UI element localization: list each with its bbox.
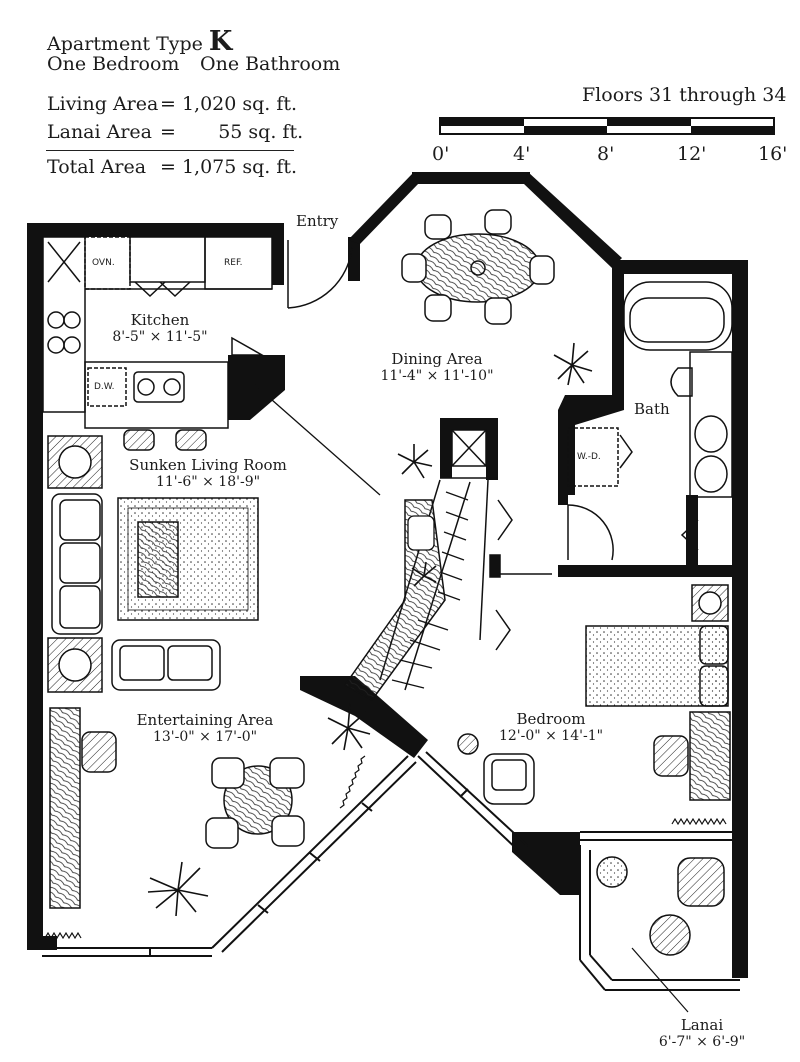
bedroom-count: One Bedroom	[47, 53, 180, 75]
walls	[27, 172, 748, 978]
lanai-furniture	[596, 856, 725, 1013]
scale-tick-8: 8'	[597, 143, 615, 165]
living-dimensions: 11'-6" × 18'-9"	[155, 474, 261, 490]
floors-label: Floors 31 through 34	[582, 84, 787, 106]
total-area-value: = 1,075 sq. ft.	[160, 156, 298, 178]
living-area-label: Living Area	[47, 93, 159, 115]
kitchen-dimensions: 8'-5" × 11'-5"	[112, 329, 208, 345]
entertaining-label: Entertaining Area 13'-0" × 17'-0"	[124, 711, 286, 745]
dining-name: Dining Area	[391, 350, 483, 368]
living-name: Sunken Living Room	[129, 456, 287, 474]
lanai-name: Lanai	[680, 1016, 724, 1034]
entry-door	[287, 240, 353, 309]
bar-counter	[254, 384, 446, 701]
bath-fixtures	[567, 281, 733, 561]
window-lines	[42, 567, 740, 991]
dishwasher-label: D.W.	[94, 382, 115, 392]
scale-tick-12: 12'	[677, 143, 707, 165]
total-divider	[46, 150, 294, 151]
entertaining-furniture	[49, 707, 305, 909]
oven-label: OVN.	[92, 258, 115, 268]
heaters	[44, 755, 727, 940]
living-label: Sunken Living Room 11'-6" × 18'-9"	[118, 456, 298, 490]
bedroom-label: Bedroom 12'-0" × 14'-1"	[486, 710, 616, 744]
scale-bar	[439, 117, 775, 135]
lanai-label: Lanai 6'-7" × 6'-9"	[652, 1016, 752, 1050]
dining-dimensions: 11'-4" × 11'-10"	[380, 368, 494, 384]
entertaining-dimensions: 13'-0" × 17'-0"	[152, 729, 258, 745]
living-area-value: = 1,020 sq. ft.	[160, 93, 298, 115]
apartment-type-letter: K	[208, 26, 233, 57]
kitchen-name: Kitchen	[130, 311, 190, 329]
lanai-area-value: = 55 sq. ft.	[160, 121, 304, 143]
refrigerator-label: REF.	[224, 258, 243, 268]
kitchen-fixtures	[42, 236, 273, 429]
scale-tick-16: 16'	[758, 143, 788, 165]
dining-label: Dining Area 11'-4" × 11'-10"	[372, 350, 502, 384]
lanai-area-label: Lanai Area	[47, 121, 153, 143]
kitchen-label: Kitchen 8'-5" × 11'-5"	[100, 311, 220, 345]
lanai-dimensions: 6'-7" × 6'-9"	[658, 1034, 746, 1050]
living-furniture	[47, 429, 259, 693]
apartment-type-prefix: Apartment Type	[47, 33, 203, 55]
mullions	[149, 788, 469, 957]
entertaining-name: Entertaining Area	[136, 711, 274, 729]
washer-dryer-label: W.-D.	[577, 452, 601, 462]
bedroom-furniture	[457, 584, 731, 805]
bedroom-dimensions: 12'-0" × 14'-1"	[498, 728, 604, 744]
bath-label: Bath	[634, 400, 670, 418]
scale-tick-0: 0'	[432, 143, 450, 165]
total-area-label: Total Area	[47, 156, 147, 178]
bathroom-count: One Bathroom	[200, 53, 341, 75]
dining-set	[401, 209, 555, 325]
bedroom-name: Bedroom	[516, 710, 586, 728]
scale-tick-4: 4'	[513, 143, 531, 165]
entry-label: Entry	[296, 212, 339, 230]
plants	[147, 342, 593, 917]
